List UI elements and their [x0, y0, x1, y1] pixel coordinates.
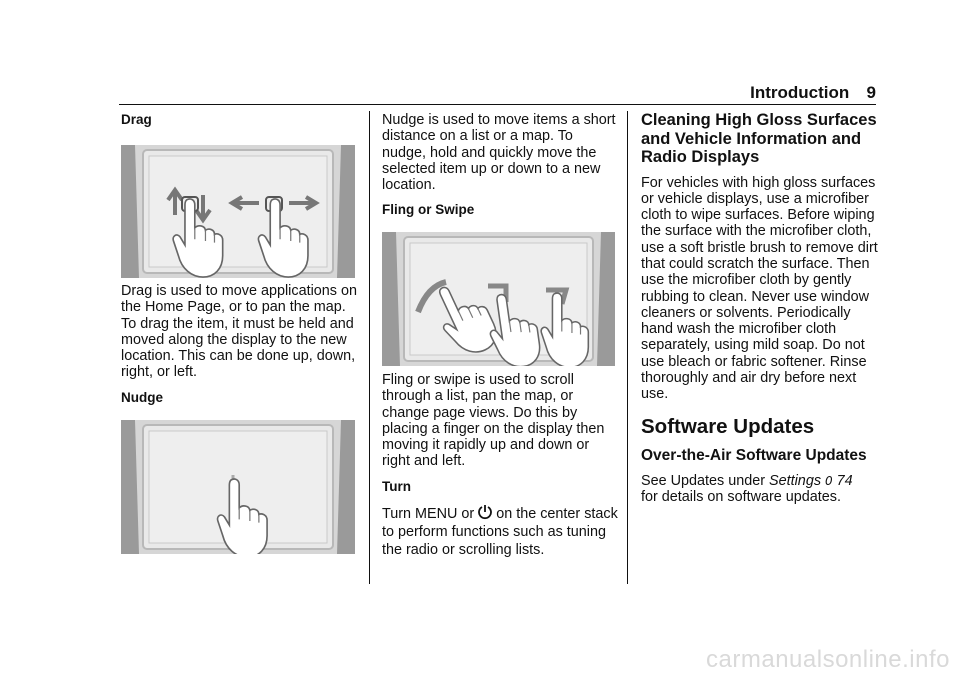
fling-gesture-illustration [382, 232, 615, 366]
nudge-label: Nudge [121, 389, 163, 405]
drag-gesture-illustration [121, 145, 355, 278]
section-title: Introduction [750, 83, 850, 102]
running-header: Introduction 9 [680, 83, 876, 103]
ota-text-end: for details on software updates. [641, 488, 841, 505]
power-knob-icon [478, 505, 493, 520]
page-reference-link[interactable]: 74 [836, 472, 853, 489]
column-divider-2 [627, 111, 628, 584]
watermark: carmanualsonline.info [706, 646, 950, 673]
see-text: See Updates under [641, 472, 766, 489]
drag-label: Drag [121, 112, 152, 127]
column-1-body: Drag is used to move applications on the… [121, 283, 357, 406]
nudge-description: Nudge is used to move items a short dist… [382, 112, 616, 194]
software-updates-heading: Software Updates [641, 414, 815, 438]
turn-description: Turn MENU or on the center stack to perf… [382, 504, 618, 559]
drag-description: Drag is used to move applications on the… [121, 283, 357, 381]
column-2-body: Fling or swipe is used to scroll through… [382, 372, 618, 559]
cleaning-heading: Cleaning High Gloss Surfaces and Vehicle… [641, 111, 877, 166]
settings-link[interactable]: Settings [769, 472, 822, 489]
nudge-gesture-illustration [121, 420, 355, 554]
turn-text-end: on the center stack to perform functions… [382, 506, 618, 559]
fling-description: Fling or swipe is used to scroll through… [382, 372, 605, 470]
page-number: 9 [866, 83, 876, 102]
column-1: Drag [121, 112, 357, 128]
turn-label: Turn [382, 478, 411, 494]
ota-heading: Over-the-Air Software Updates [641, 446, 867, 464]
ota-description: See Updates under Settings 0 74 for deta… [641, 473, 879, 506]
fling-label: Fling or Swipe [382, 202, 475, 218]
column-3: Cleaning High Gloss Surfaces and Vehicle… [641, 111, 879, 505]
cleaning-description: For vehicles with high gloss surfaces or… [641, 174, 878, 403]
column-divider-1 [369, 111, 370, 584]
turn-text-start: Turn MENU or [382, 506, 475, 523]
page-reference-arrow-icon: 0 [825, 473, 833, 488]
header-rule [119, 104, 876, 105]
column-2: Nudge is used to move items a short dist… [382, 112, 618, 219]
